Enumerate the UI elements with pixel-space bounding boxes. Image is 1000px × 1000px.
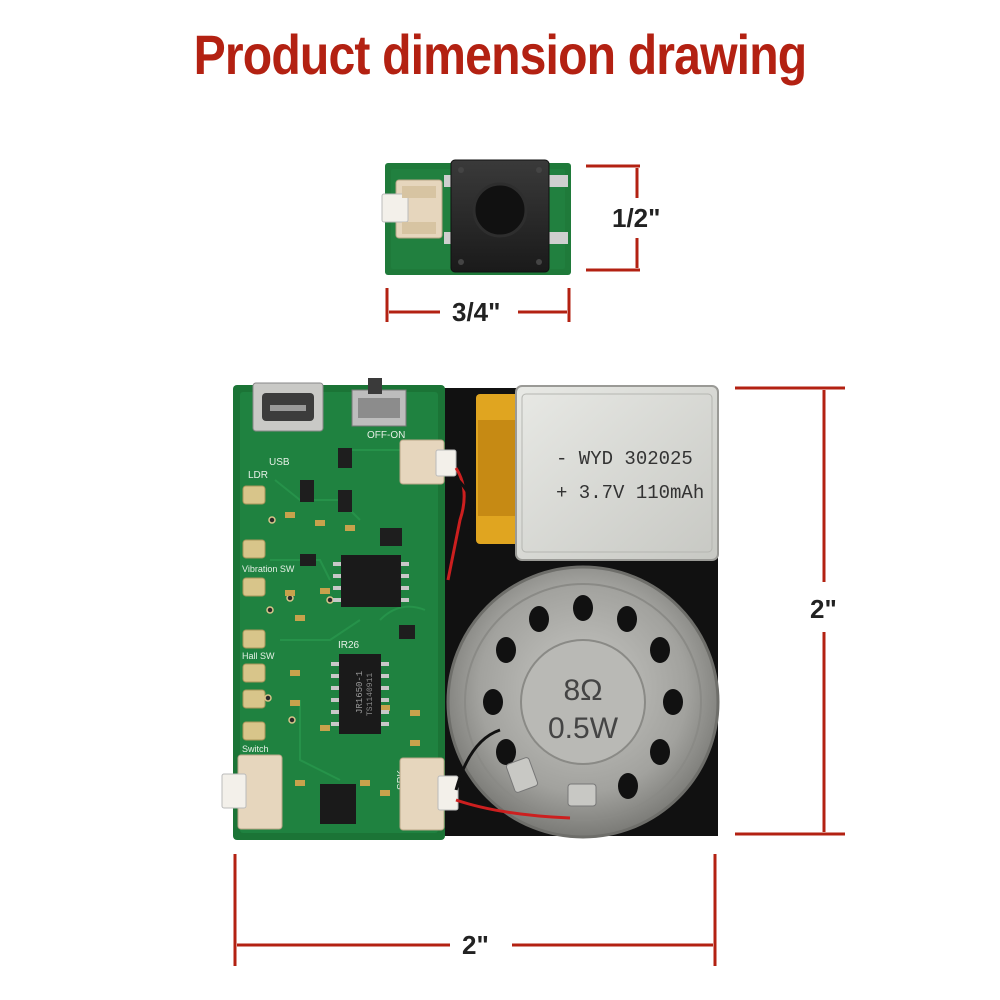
usb-label: USB [269,457,290,468]
button-board-connector [381,179,443,239]
ic-soic8 [333,555,409,607]
solder-pads [242,485,266,741]
power-slide-switch [351,378,407,427]
tactile-switch [444,159,568,273]
speaker-power: 0.5W [548,712,619,745]
small-board-width-label: 3/4" [452,297,501,327]
ir26-label: IR26 [338,640,360,651]
speaker-impedance: 8Ω [563,674,602,707]
battery-line-2: + 3.7V 110mAh [556,482,704,504]
ic-jr1650: JR1650-1 TS1140911 [331,654,389,734]
chip-text-2: TS1140911 [366,673,375,716]
switch-connector [221,754,283,830]
small-board-height-label: 1/2" [612,203,661,233]
hall-sw-label: Hall SW [242,651,275,661]
battery-line-1: - WYD 302025 [556,448,693,470]
button-board [381,159,571,275]
main-width-label: 2" [462,930,489,960]
small-board-height-dimension [586,164,640,272]
vibration-sw-label: Vibration SW [242,564,295,574]
off-on-label: OFF-ON [367,430,405,441]
speaker-connector [399,757,459,831]
battery-connector [399,439,457,485]
ic-small [320,784,356,824]
page-title: Product dimension drawing [193,23,808,86]
main-height-dimension [735,386,845,836]
main-pcb: USB OFF-ON LDR Vibration SW Hall SW Swit… [221,378,459,840]
small-board-width-dimension [385,288,571,322]
main-height-label: 2" [810,594,837,624]
switch-label: Switch [242,744,269,754]
main-width-dimension [233,854,717,966]
chip-text-1: JR1650-1 [355,671,365,714]
micro-usb-port [252,382,324,432]
lipo-battery: - WYD 302025 + 3.7V 110mAh [476,385,719,561]
speaker: 8Ω 0.5W [446,565,720,839]
ldr-label: LDR [248,470,268,481]
